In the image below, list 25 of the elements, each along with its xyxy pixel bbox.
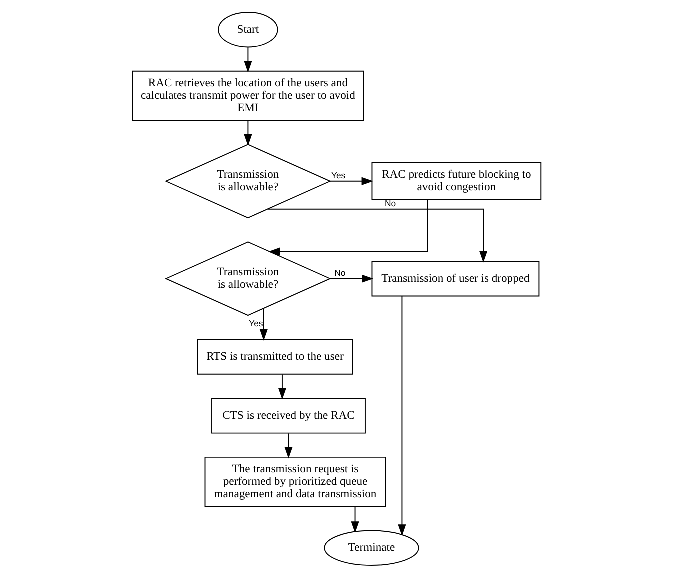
arrow xyxy=(268,199,428,256)
arrow xyxy=(284,433,292,459)
arrow xyxy=(244,47,252,73)
node-diamond: Transmission is allowable? xyxy=(164,242,331,316)
arrow xyxy=(398,296,406,536)
edge-label: Yes xyxy=(248,318,263,328)
node-box: RAC retrieves the location of the users and calculates transmit power for the user to avoid EMI xyxy=(132,70,364,122)
node-box: RAC predicts future blocking to avoid congestion xyxy=(371,162,542,200)
node-ellipse: Terminate xyxy=(324,530,419,566)
arrow xyxy=(350,506,359,534)
edge-label: No xyxy=(384,198,396,209)
node-box: RTS is transmitted to the user xyxy=(196,339,353,375)
arrow xyxy=(329,177,373,186)
arrow xyxy=(266,208,488,263)
arrow xyxy=(259,308,268,341)
arrow xyxy=(330,274,374,283)
node-ellipse: Start xyxy=(218,12,278,48)
node-box: Transmission of user is dropped xyxy=(371,261,540,297)
node-box: The transmission request is performed by prioritized queue management and data transmission xyxy=(204,456,386,508)
node-box: CTS is received by the RAC xyxy=(211,398,366,434)
node-diamond: Transmission is allowable? xyxy=(164,144,331,219)
arrow xyxy=(244,120,252,146)
edge-label: Yes xyxy=(330,170,346,181)
arrow xyxy=(278,374,286,400)
edge-label: No xyxy=(334,268,346,278)
